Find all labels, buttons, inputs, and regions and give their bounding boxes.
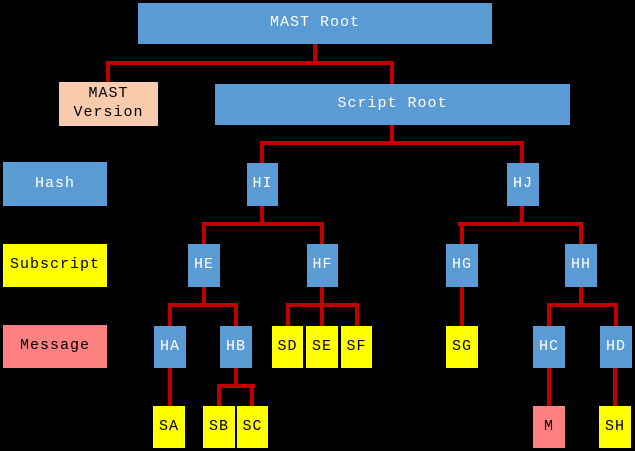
connector-line (234, 307, 238, 326)
node-sb: SB (203, 406, 235, 448)
connector-line (260, 141, 524, 145)
connector-line (613, 368, 617, 406)
connector-line (250, 388, 254, 406)
connector-line (458, 222, 583, 226)
connector-line (168, 307, 172, 326)
node-hg: HG (446, 244, 478, 287)
connector-line (202, 287, 206, 303)
connector-line (547, 368, 551, 406)
connector-line (202, 226, 206, 244)
node-script-root: Script Root (215, 84, 570, 125)
connector-line (217, 388, 221, 406)
node-sa: SA (153, 406, 185, 448)
connector-line (579, 287, 583, 303)
node-hh: HH (565, 244, 597, 287)
connector-line (217, 384, 255, 388)
connector-line (579, 226, 583, 244)
connector-line (313, 44, 317, 65)
node-sf: SF (341, 326, 372, 368)
connector-line (286, 303, 359, 307)
node-sg: SG (446, 326, 478, 368)
connector-line (390, 65, 394, 84)
connector-line (320, 226, 324, 244)
node-hi: HI (247, 163, 278, 206)
connector-line (547, 303, 618, 307)
connector-line (260, 206, 264, 222)
node-hf: HF (307, 244, 338, 287)
connector-line (390, 125, 394, 141)
connector-line (260, 145, 264, 163)
node-mast-version: MAST Version (59, 82, 158, 126)
node-sc: SC (237, 406, 268, 448)
legend-message: Message (3, 325, 107, 368)
connector-line (202, 222, 324, 226)
legend-hash: Hash (3, 162, 107, 206)
connector-line (614, 307, 618, 326)
connector-line (460, 226, 464, 244)
node-ha: HA (154, 326, 186, 368)
connector-line (460, 287, 464, 326)
node-m: M (533, 406, 565, 448)
node-hb: HB (220, 326, 252, 368)
node-mast-root: MAST Root (138, 3, 492, 44)
connector-line (106, 65, 110, 82)
connector-line (234, 368, 238, 384)
connector-line (106, 61, 394, 65)
node-he: HE (188, 244, 220, 287)
connector-line (168, 368, 172, 406)
node-hc: HC (533, 326, 565, 368)
node-hd: HD (600, 326, 632, 368)
legend-subscript: Subscript (3, 244, 107, 287)
connector-line (520, 145, 524, 163)
node-sh: SH (599, 406, 631, 448)
connector-line (355, 307, 359, 326)
node-sd: SD (272, 326, 303, 368)
connector-line (320, 307, 324, 326)
node-hj: HJ (507, 163, 539, 206)
connector-line (547, 307, 551, 326)
connector-line (168, 303, 238, 307)
connector-line (320, 287, 324, 303)
node-se: SE (306, 326, 338, 368)
connector-line (286, 307, 290, 326)
connector-line (520, 206, 524, 222)
